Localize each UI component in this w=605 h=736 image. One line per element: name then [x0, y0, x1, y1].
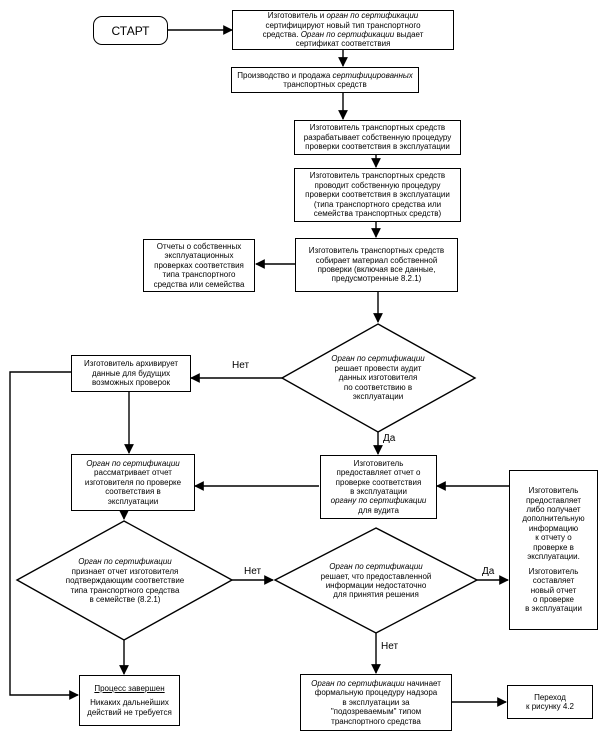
text-line: средства или семейства — [153, 279, 245, 289]
text-line: по соответствию в — [343, 382, 413, 392]
text-line: Производство и продажа сертифицированных — [237, 70, 413, 80]
text-line: для принятия решения — [333, 590, 419, 600]
text-line: информацию — [528, 523, 579, 533]
text-line: (типа транспортного средства или — [313, 199, 442, 209]
text-line: действий не требуется — [87, 707, 172, 717]
text-line: транспортного средства — [331, 716, 421, 726]
text-line: проверке соответствия — [335, 477, 422, 487]
text-line: составляет — [532, 576, 575, 586]
label-audit-no: Нет — [232, 360, 250, 371]
text-line: решает провести аудит — [334, 363, 422, 373]
text-line: для вудита — [358, 505, 399, 515]
text-line: Отчеты о собственных — [156, 241, 242, 251]
text-line: типа транспортного средства — [70, 585, 180, 595]
text-line: Никаких дальнейших — [90, 698, 169, 708]
text-line: транспортных средств — [283, 80, 367, 89]
text-line: собирает материал собственной — [315, 255, 438, 265]
text-line: проверки соответствия в эксплуатации — [305, 190, 450, 200]
text-line: Изготовитель архивирует — [83, 359, 179, 369]
text-line: предусмотренные 8.2.1) — [331, 274, 422, 284]
text-line: признает отчет изготовителя — [71, 566, 179, 576]
text-line: в семействе (8.2.1) — [89, 595, 161, 605]
node-production: Производство и продажа сертифицированных… — [231, 67, 419, 93]
text-line: предоставляет — [525, 495, 582, 505]
text-line: Орган по сертификации — [329, 562, 423, 572]
text-line: либо получает — [526, 505, 581, 515]
text-line: проверке в — [533, 542, 574, 552]
text-line: Процесс завершен — [94, 683, 165, 693]
text-line: разрабатывает собственную процедуру — [303, 132, 452, 142]
text-line: рассматривает отчет — [94, 468, 172, 478]
text-line: Орган по сертификации — [78, 557, 172, 567]
text-line: в эксплуатации — [350, 487, 407, 496]
text-line: Изготовитель транспортных средств — [308, 246, 445, 256]
text-line: о проверке — [533, 594, 574, 604]
text-line: эксплуатации. — [527, 552, 580, 562]
text-line: проверки (включая все данные, — [317, 265, 436, 274]
text-line: Орган по сертификации — [86, 458, 180, 468]
text-line: Изготовитель — [528, 566, 579, 576]
text-line: проверки соответствия в эксплуатации — [305, 142, 450, 152]
text-line: к отчету о — [535, 533, 572, 543]
text-line: Изготовитель и орган по сертификации — [267, 11, 419, 21]
text-line: к рисунку 4.2 — [526, 702, 574, 711]
text-line: Орган по сертификации — [331, 354, 425, 364]
text-line: подтверждающим соответствие — [65, 576, 185, 586]
text-line: Переход — [534, 692, 566, 702]
text-line: данных изготовителя — [338, 373, 418, 383]
text-line: эксплуатации — [352, 392, 404, 402]
text-line: эксплуатации — [107, 496, 159, 506]
label-audit-yes: Да — [383, 433, 396, 444]
text-line: новый отчет — [530, 585, 577, 595]
text-line: решает, что предоставленной — [320, 571, 432, 581]
label-accept-no: Нет — [244, 566, 262, 577]
text-line: эксплуатационных — [164, 251, 234, 261]
text-line: предоставляет отчет о — [336, 468, 421, 478]
text-line: Изготовитель транспортных средств — [309, 171, 446, 181]
text-line: в эксплуатации за — [342, 697, 410, 707]
text-line: Изготовитель — [528, 486, 579, 496]
label-insufficient-yes: Да — [482, 566, 495, 577]
text-line: данные для будущих — [91, 368, 171, 378]
text-line: "подозреваемым" типом — [330, 707, 422, 717]
text-line: средства. Орган по сертификации выдает — [262, 30, 424, 39]
text-line: Изготовитель — [353, 458, 404, 468]
text-line: сертификат соответствия — [295, 39, 391, 49]
text-line: проверках соответствия — [154, 260, 244, 270]
text-line: проводит собственную процедуру — [314, 180, 441, 190]
text-line: Изготовитель транспортных средств — [309, 123, 446, 133]
text-line: типа транспортного — [162, 270, 236, 280]
start-node: СТАРТ — [93, 16, 168, 45]
text-line: в эксплуатации — [525, 604, 582, 614]
text-line: сертифицируют новый тип транспортного — [265, 20, 421, 30]
label-insufficient-no: Нет — [381, 641, 399, 652]
text-line: дополнительную — [522, 514, 585, 524]
text-line: Орган по сертификации начинает — [311, 678, 441, 688]
text-line: формальную процедуру надзора — [314, 688, 438, 698]
edge-archive-to-finished — [9, 371, 79, 700]
text-line: возможных проверок — [91, 378, 171, 388]
text-line: соответствия в — [105, 487, 161, 497]
text-line: информации недостаточно — [325, 581, 427, 590]
text-line: органу по сертификации — [330, 496, 427, 506]
text-line: изготовителя по проверке — [84, 477, 182, 487]
text-line: семейства транспортных средств) — [313, 209, 442, 219]
